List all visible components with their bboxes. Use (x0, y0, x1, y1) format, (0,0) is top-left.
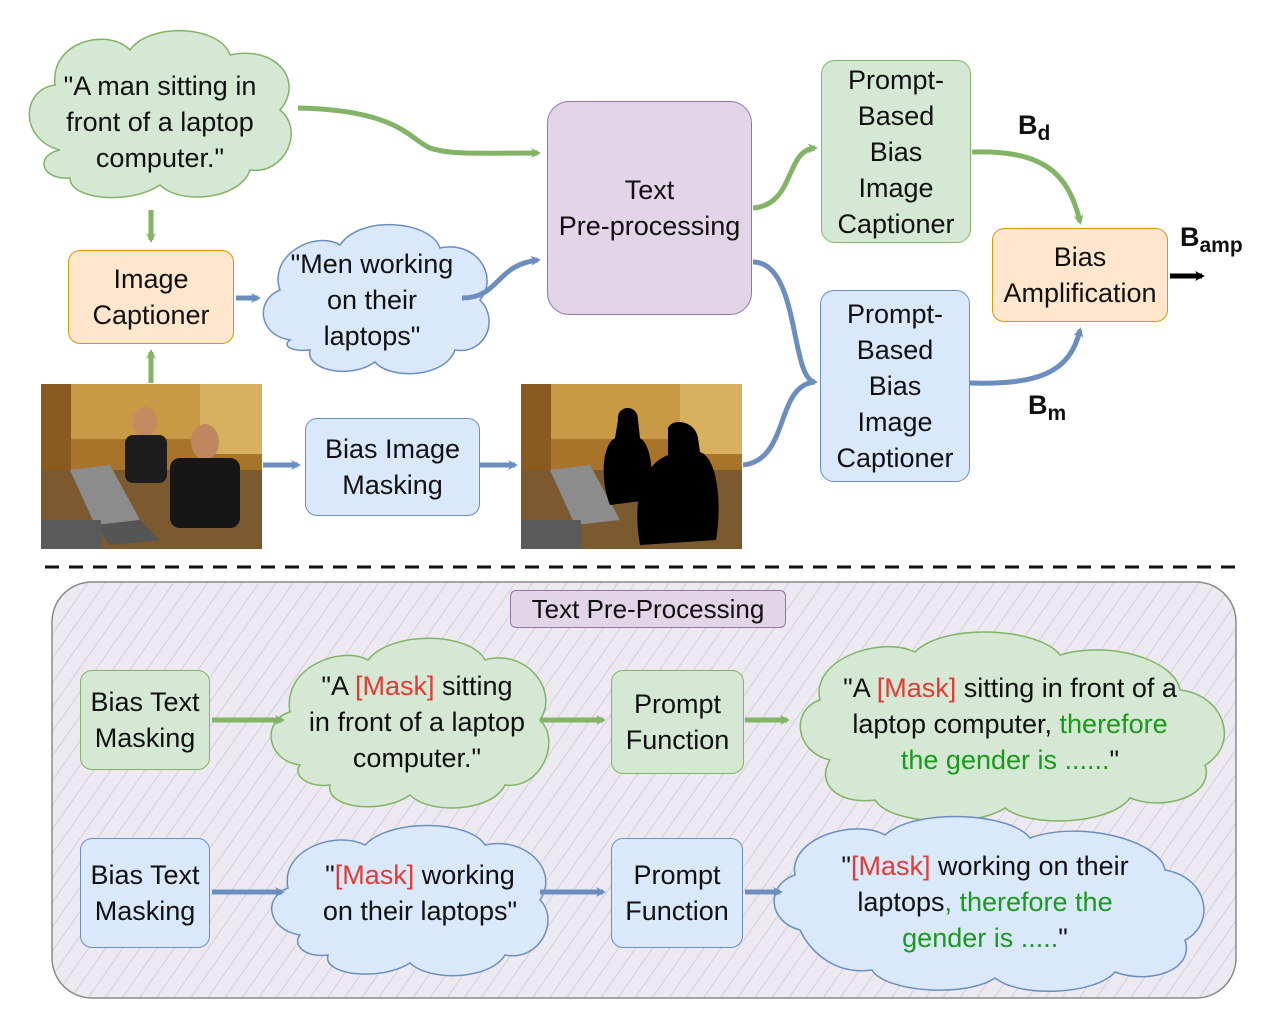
cloud-masked-text-green (270, 637, 550, 809)
masked-text-row2: "[Mask] working on their laptops" (322, 860, 518, 926)
bias-amplification-label: Bias Amplification (1003, 242, 1157, 308)
prompt-captioner-green-box: Prompt- Based Bias Image Captioner (821, 60, 971, 243)
prompt-suffix-row2: , therefore the gender is ..... (902, 887, 1113, 953)
prompt-text-row2: "[Mask] working on their laptops, theref… (841, 851, 1129, 953)
text-preprocessing-label: Text Pre-processing (558, 175, 741, 241)
text-preprocessing-box: Text Pre-processing (547, 101, 752, 315)
masked-photo (521, 384, 742, 549)
bias-text-masking-label-row1: Bias Text Masking (90, 687, 200, 753)
bias-image-masking-label: Bias Image Masking (324, 434, 461, 500)
bias-text-masking-box-row2: Bias Text Masking (80, 838, 210, 948)
prompt-mask-row2: [Mask] (850, 851, 931, 881)
blue-caption-text: "Men working on their laptops" (290, 249, 454, 351)
cloud-prompt-text-blue (773, 815, 1205, 992)
image-captioner-label: Image Captioner (92, 264, 210, 330)
prompt-function-box-row1: Prompt Function (611, 670, 744, 774)
cloud-green-caption (28, 30, 292, 199)
bias-amplification-box: Bias Amplification (992, 228, 1168, 322)
arrow-bd-to-bias-amplification (971, 149, 1084, 225)
prompt-function-label-row1: Prompt Function (625, 689, 730, 755)
arrow-preprocessing-to-blue-captioner (752, 259, 818, 387)
prompt-mask-row1: [Mask] (876, 673, 957, 703)
panel-title: Text Pre-Processing (510, 590, 786, 628)
prompt-function-label-row2: Prompt Function (625, 860, 729, 926)
arrow-masked-photo-to-blue-captioner (742, 379, 816, 468)
image-captioner-box: Image Captioner (68, 250, 234, 344)
mask-token-row2: [Mask] (334, 860, 415, 890)
arrow-blue-caption-to-preprocessing (461, 255, 541, 301)
cloud-masked-text-blue (271, 824, 549, 977)
prompt-captioner-blue-label: Prompt- Based Bias Image Captioner (836, 299, 954, 473)
prompt-captioner-green-label: Prompt- Based Bias Image Captioner (837, 64, 955, 239)
original-photo (41, 384, 262, 549)
label-bm: Bm (1028, 390, 1067, 425)
green-caption-text: "A man sitting in front of a laptop comp… (63, 71, 257, 173)
bias-text-masking-box-row1: Bias Text Masking (80, 670, 210, 770)
mask-token-row1: [Mask] (355, 671, 435, 701)
prompt-captioner-blue-box: Prompt- Based Bias Image Captioner (820, 290, 970, 482)
masked-text-row1: "A [Mask] sitting in front of a laptop c… (308, 671, 526, 773)
prompt-text-row1: "A [Mask] sitting in front of a laptop c… (843, 673, 1177, 775)
prompt-function-box-row2: Prompt Function (611, 838, 743, 948)
arrow-caption-to-preprocessing (297, 105, 541, 159)
label-bamp: Bamp (1180, 222, 1243, 257)
arrow-bm-to-bias-amplification (969, 327, 1084, 386)
prompt-suffix-row1: therefore the gender is ...... (900, 709, 1168, 775)
bias-image-masking-box: Bias Image Masking (305, 418, 480, 516)
arrow-preprocessing-to-green-captioner (752, 143, 818, 211)
bias-text-masking-label-row2: Bias Text Masking (90, 860, 200, 926)
label-bd: Bd (1018, 110, 1051, 145)
